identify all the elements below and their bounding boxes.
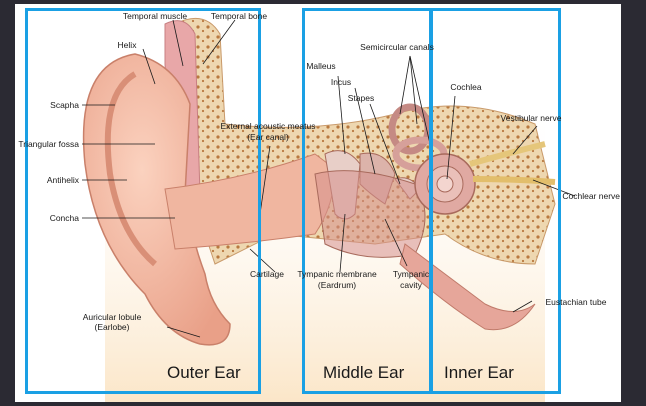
cochlear-nerve-shape [472, 176, 556, 185]
vestibular-nerve-shape [469, 141, 546, 167]
label-tympanic-cavity-line1: Tympanic [392, 269, 430, 279]
label-malleus: Malleus [306, 61, 336, 71]
leader-lines [82, 19, 576, 338]
label-stapes: Stapes [347, 93, 375, 103]
label-eustachian-tube: Eustachian tube [545, 297, 607, 307]
eustachian-tube-shape [399, 243, 536, 331]
section-title-middle-ear: Middle Ear [323, 363, 405, 382]
label-vestibular-nerve: Vestibular nerve [500, 113, 562, 123]
label-semicircular-canals: Semicircular canals [360, 42, 434, 52]
label-auricular-lobule: Auricular lobule [82, 312, 142, 322]
label-earlobe: (Earlobe) [94, 322, 130, 332]
label-cartilage: Cartilage [249, 269, 285, 279]
label-concha: Concha [49, 213, 79, 223]
label-scapha: Scapha [50, 100, 79, 110]
section-title-outer-ear: Outer Ear [167, 363, 241, 382]
label-temporal-bone: Temporal bone [210, 11, 268, 21]
cochlea-center [436, 175, 454, 193]
antihelix-ridge [104, 71, 157, 267]
label-helix: Helix [117, 40, 137, 50]
label-antihelix: Antihelix [46, 175, 79, 185]
label-tympanic-cavity-line2: cavity [400, 280, 422, 290]
semicircular-canal-1 [388, 103, 432, 155]
label-tympanic-membrane: Tympanic membrane [297, 269, 377, 279]
ear-anatomy-diagram: Temporal muscle Temporal bone Helix Scap… [15, 4, 621, 402]
label-triangular-fossa: Triangular fossa [18, 139, 79, 149]
tympanic-cavity-shape [314, 170, 426, 258]
label-incus: Incus [330, 77, 352, 87]
label-ear-canal: (Ear canal) [247, 132, 289, 142]
label-cochlea: Cochlea [450, 82, 482, 92]
label-cochlear-nerve: Cochlear nerve [562, 191, 620, 201]
ear-illustration [82, 17, 576, 402]
label-eardrum: (Eardrum) [317, 280, 357, 290]
section-title-inner-ear: Inner Ear [444, 363, 514, 382]
outer-ear-frame [25, 8, 261, 394]
label-external-acoustic-meatus: External acoustic meatus [220, 121, 316, 131]
inner-ear-frame [430, 8, 561, 394]
label-temporal-muscle: Temporal muscle [122, 11, 188, 21]
